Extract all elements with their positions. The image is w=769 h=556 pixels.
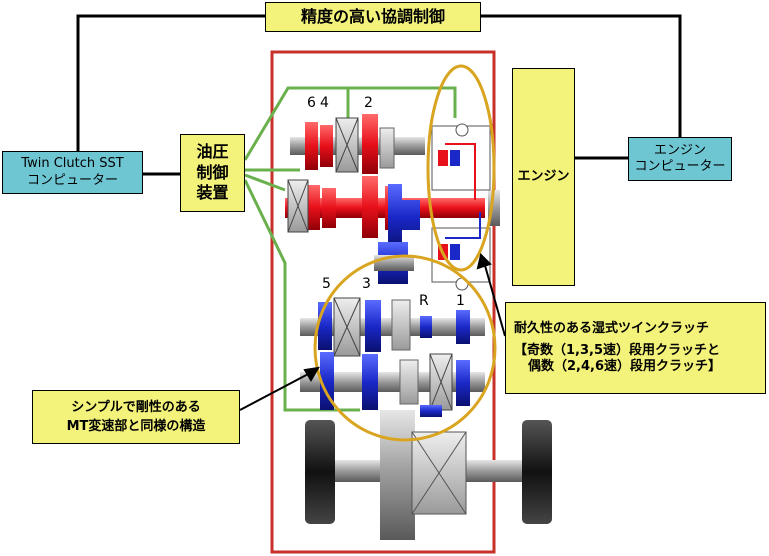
engine-computer-box: エンジン コンピューター — [628, 137, 732, 181]
differential-assembly — [305, 410, 552, 540]
mt-note-label: シンプルで剛性のある MT変速部と同様の構造 — [66, 399, 206, 435]
gear-6 — [305, 122, 318, 170]
hydraulic-control-label: 油圧 制御 装置 — [196, 141, 229, 203]
title-text: 精度の高い協調制御 — [300, 7, 445, 26]
clutch-note-line1: 耐久性のある湿式ツインクラッチ — [514, 320, 710, 336]
gear-number-5: 5 — [322, 276, 331, 292]
odd-gear-assembly — [300, 297, 485, 417]
gearbox-highlight-ellipse — [313, 254, 497, 442]
gear-4 — [320, 125, 333, 167]
gear-3 — [365, 300, 381, 352]
gear-number-6: 6 — [307, 95, 316, 111]
engine-computer-label: エンジン コンピューター — [634, 142, 726, 174]
clutch-highlight-ellipse — [426, 64, 496, 272]
mt-note-box: シンプルで剛性のある MT変速部と同様の構造 — [32, 390, 240, 444]
gear-1 — [456, 310, 470, 344]
even-gear-assembly — [285, 114, 500, 238]
clutch-note-box: 耐久性のある湿式ツインクラッチ 【奇数（1,3,5速）段用クラッチと 偶数（2,… — [505, 302, 766, 394]
engine-box: エンジン — [512, 68, 575, 286]
hydraulic-control-box: 油圧 制御 装置 — [180, 134, 245, 212]
pointer-arrows — [239, 253, 506, 411]
twin-clutch-computer-label: Twin Clutch SST コンピューター — [21, 156, 124, 188]
twin-clutch-computer-box: Twin Clutch SST コンピューター — [2, 151, 143, 194]
clutch-note-line2: 【奇数（1,3,5速）段用クラッチと — [514, 342, 721, 358]
transmission-frame — [270, 50, 496, 554]
gear-R — [420, 316, 432, 338]
gear-number-2: 2 — [364, 95, 373, 111]
gear-number-4: 4 — [320, 95, 329, 111]
title-box: 精度の高い協調制御 — [265, 2, 481, 32]
clutch-note-line3: 偶数（2,4,6速）段用クラッチ】 — [528, 359, 722, 375]
connection-lines — [76, 14, 682, 176]
gear-number-1: 1 — [456, 293, 465, 309]
gear-number-3: 3 — [362, 276, 371, 292]
engine-label: エンジン — [517, 168, 570, 184]
gear-2 — [362, 114, 378, 174]
gear-number-R: R — [419, 293, 429, 309]
